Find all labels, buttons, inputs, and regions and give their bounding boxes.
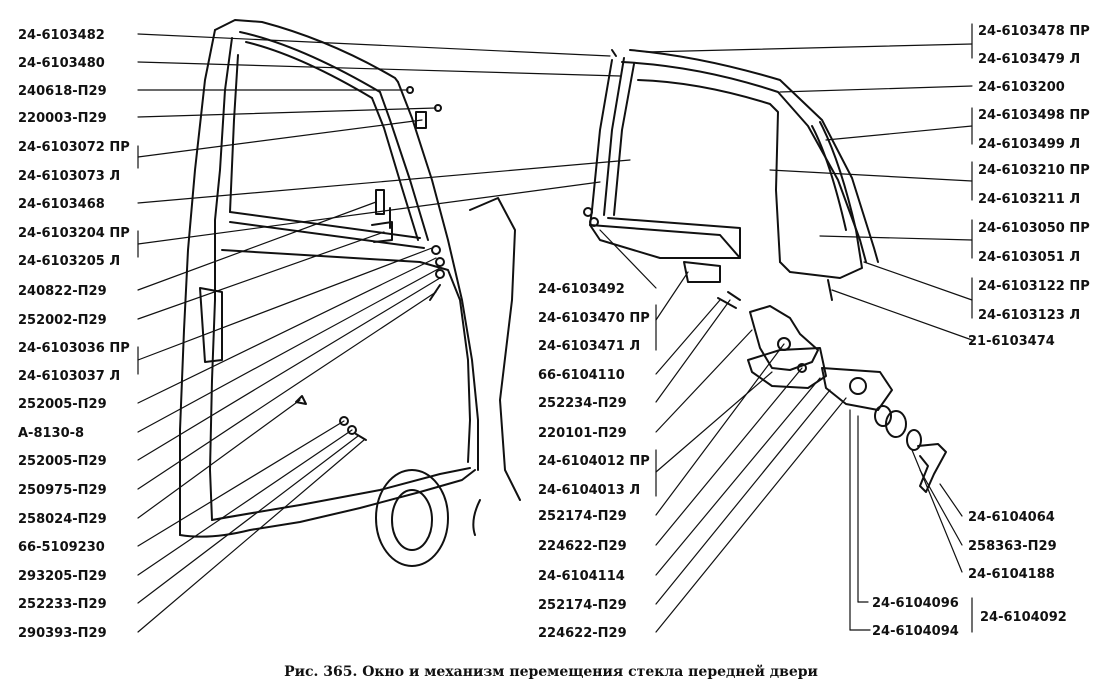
center-labels: 24-6103492 24-6103470 ПР 24-6103471 Л 66… [538,282,650,641]
label: 258024-П29 [18,512,107,527]
label: 220101-П29 [538,426,627,441]
label: 252005-П29 [18,397,107,412]
label: 24-6104012 ПР [538,454,650,469]
label: 240822-П29 [18,284,107,299]
label: 293205-П29 [18,569,107,584]
window-regulator [717,291,893,411]
label: 21-6103474 [968,334,1055,349]
label: 24-6103036 ПР [18,341,130,356]
leader-lines [137,23,973,633]
label: 24-6104013 Л [538,483,640,498]
label: 24-6103123 Л [978,308,1080,323]
label: 24-6103072 ПР [18,140,130,155]
label: 240618-П29 [18,84,107,99]
label: 24-6103073 Л [18,169,120,184]
label: 252233-П29 [18,597,107,612]
label: 24-6103480 [18,56,105,71]
label: 224622-П29 [538,626,627,641]
label: 24-6103200 [978,80,1065,95]
bottom-labels: 24-6104096 24-6104094 24-6104092 [872,596,1067,639]
label: 24-6104114 [538,569,625,584]
label: 258363-П29 [968,539,1057,554]
label: 24-6103468 [18,197,105,212]
right-labels: 24-6103478 ПР 24-6103479 Л 24-6103200 24… [968,24,1090,582]
label: 24-6103204 ПР [18,226,130,241]
label: 24-6103471 Л [538,339,640,354]
figure-caption: Рис. 365. Окно и механизм перемещения ст… [284,664,818,680]
label: 24-6103479 Л [978,52,1080,67]
label: 224622-П29 [538,539,627,554]
left-labels: 24-6103482 24-6103480 240618-П29 220003-… [18,28,130,641]
label: 252234-П29 [538,396,627,411]
label: 252174-П29 [538,598,627,613]
label: 24-6104188 [968,567,1055,582]
label: 24-6103482 [18,28,105,43]
label: 24-6103050 ПР [978,221,1090,236]
label: 24-6103211 Л [978,192,1080,207]
label: 24-6103037 Л [18,369,120,384]
label: 24-6104064 [968,510,1055,525]
label: 220003-П29 [18,111,107,126]
regulator-handle-parts [874,405,947,493]
label: 250975-П29 [18,483,107,498]
label: 252005-П29 [18,454,107,469]
label: 24-6104094 [872,624,959,639]
label: 24-6104092 [980,610,1067,625]
label: 24-6103498 ПР [978,108,1090,123]
label: 66-5109230 [18,540,105,555]
label: 24-6103122 ПР [978,279,1090,294]
label: 24-6103205 Л [18,254,120,269]
label: 24-6103492 [538,282,625,297]
window-glass-assembly [583,49,879,301]
door-outline [179,19,521,567]
label: 24-6103470 ПР [538,311,650,326]
label: 252174-П29 [538,509,627,524]
label: 66-6104110 [538,368,625,383]
label: 24-6103478 ПР [978,24,1090,39]
label: 24-6103499 Л [978,137,1080,152]
label: 290393-П29 [18,626,107,641]
label: 24-6104096 [872,596,959,611]
label: А-8130-8 [18,426,84,441]
label: 252002-П29 [18,313,107,328]
label: 24-6103210 ПР [978,163,1090,178]
label: 24-6103051 Л [978,250,1080,265]
